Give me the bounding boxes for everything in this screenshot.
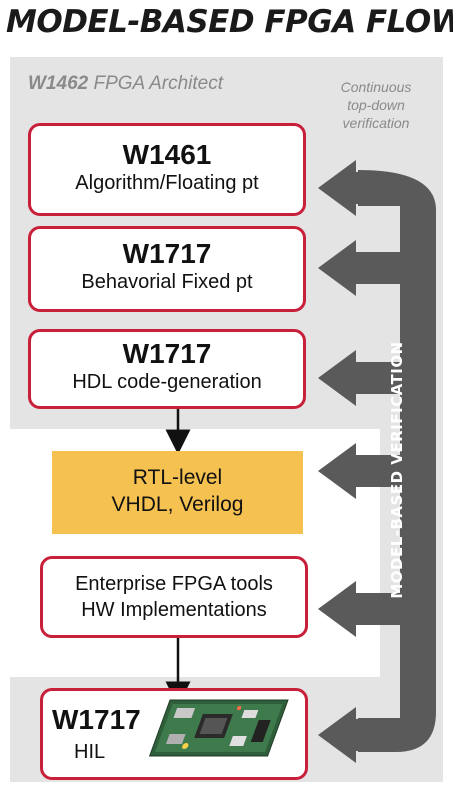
box-hil-code: W1717 <box>52 704 141 735</box>
box-algorithm-label: Algorithm/Floating pt <box>75 172 259 194</box>
arrow-to-box-3 <box>318 350 402 406</box>
box-tools-line-1: Enterprise FPGA tools <box>75 573 273 595</box>
architect-label: W1462 FPGA Architect <box>28 73 223 95</box>
arrow-to-rtl <box>318 443 402 499</box>
box-hil-label: HIL <box>74 741 106 763</box>
arrow-to-hil <box>318 707 362 763</box>
rtl-line-2: VHDL, Verilog <box>111 493 244 516</box>
verification-bar <box>358 170 436 752</box>
architect-code: W1462 <box>28 73 89 94</box>
box-hdl-code: W1717 <box>122 338 212 369</box>
arrow-to-box-1 <box>318 160 362 216</box>
continuous-line-2: top-down <box>347 97 405 113</box>
box-behavioral: W1717 Behavorial Fixed pt <box>28 226 306 312</box>
box-algorithm-code: W1461 <box>122 139 212 170</box>
rtl-box: RTL-level VHDL, Verilog <box>52 451 303 534</box>
box-tools: Enterprise FPGA tools HW Implementations <box>40 556 308 638</box>
rtl-line-1: RTL-level <box>132 466 223 489</box>
box-hdl: W1717 HDL code-generation <box>28 329 306 409</box>
continuous-line-1: Continuous <box>340 79 412 95</box>
box-hdl-label: HDL code-generation <box>72 371 262 393</box>
box-behavioral-label: Behavorial Fixed pt <box>81 271 253 293</box>
box-behavioral-code: W1717 <box>122 238 212 269</box>
architect-text: FPGA Architect <box>93 73 223 94</box>
arrow-to-box-2 <box>318 240 402 296</box>
box-tools-line-2: HW Implementations <box>81 599 267 621</box>
continuous-verification-note: Continuous top-down verification <box>318 78 434 132</box>
continuous-line-3: verification <box>342 115 410 131</box>
diagram-title: MODEL-BASED FPGA FLOW <box>6 4 453 40</box>
arrow-to-tools <box>318 581 402 637</box>
box-algorithm: W1461 Algorithm/Floating pt <box>28 123 306 216</box>
